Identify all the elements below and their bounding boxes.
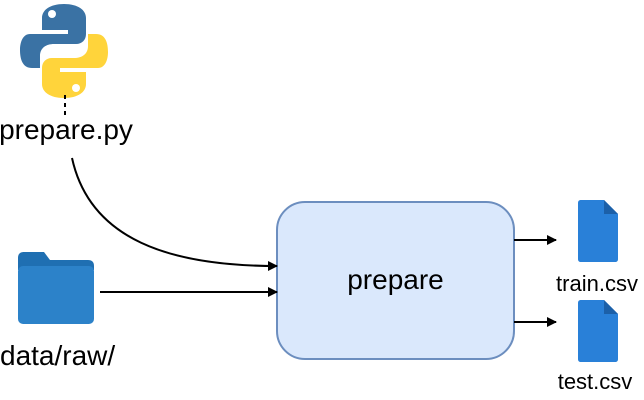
python-logo-icon	[20, 4, 108, 98]
folder-icon	[18, 252, 94, 324]
raw-folder-label: data/raw/	[0, 340, 115, 371]
train-file-label: train.csv	[556, 271, 638, 296]
prepare-stage-label: prepare	[347, 264, 444, 295]
prepare-stage-box[interactable]	[276, 201, 515, 360]
train-file-icon	[578, 200, 618, 262]
test-file-label: test.csv	[558, 369, 633, 394]
test-file-icon	[578, 300, 618, 362]
script-label: prepare.py	[0, 114, 133, 145]
edge-script-to-stage	[71, 157, 278, 271]
